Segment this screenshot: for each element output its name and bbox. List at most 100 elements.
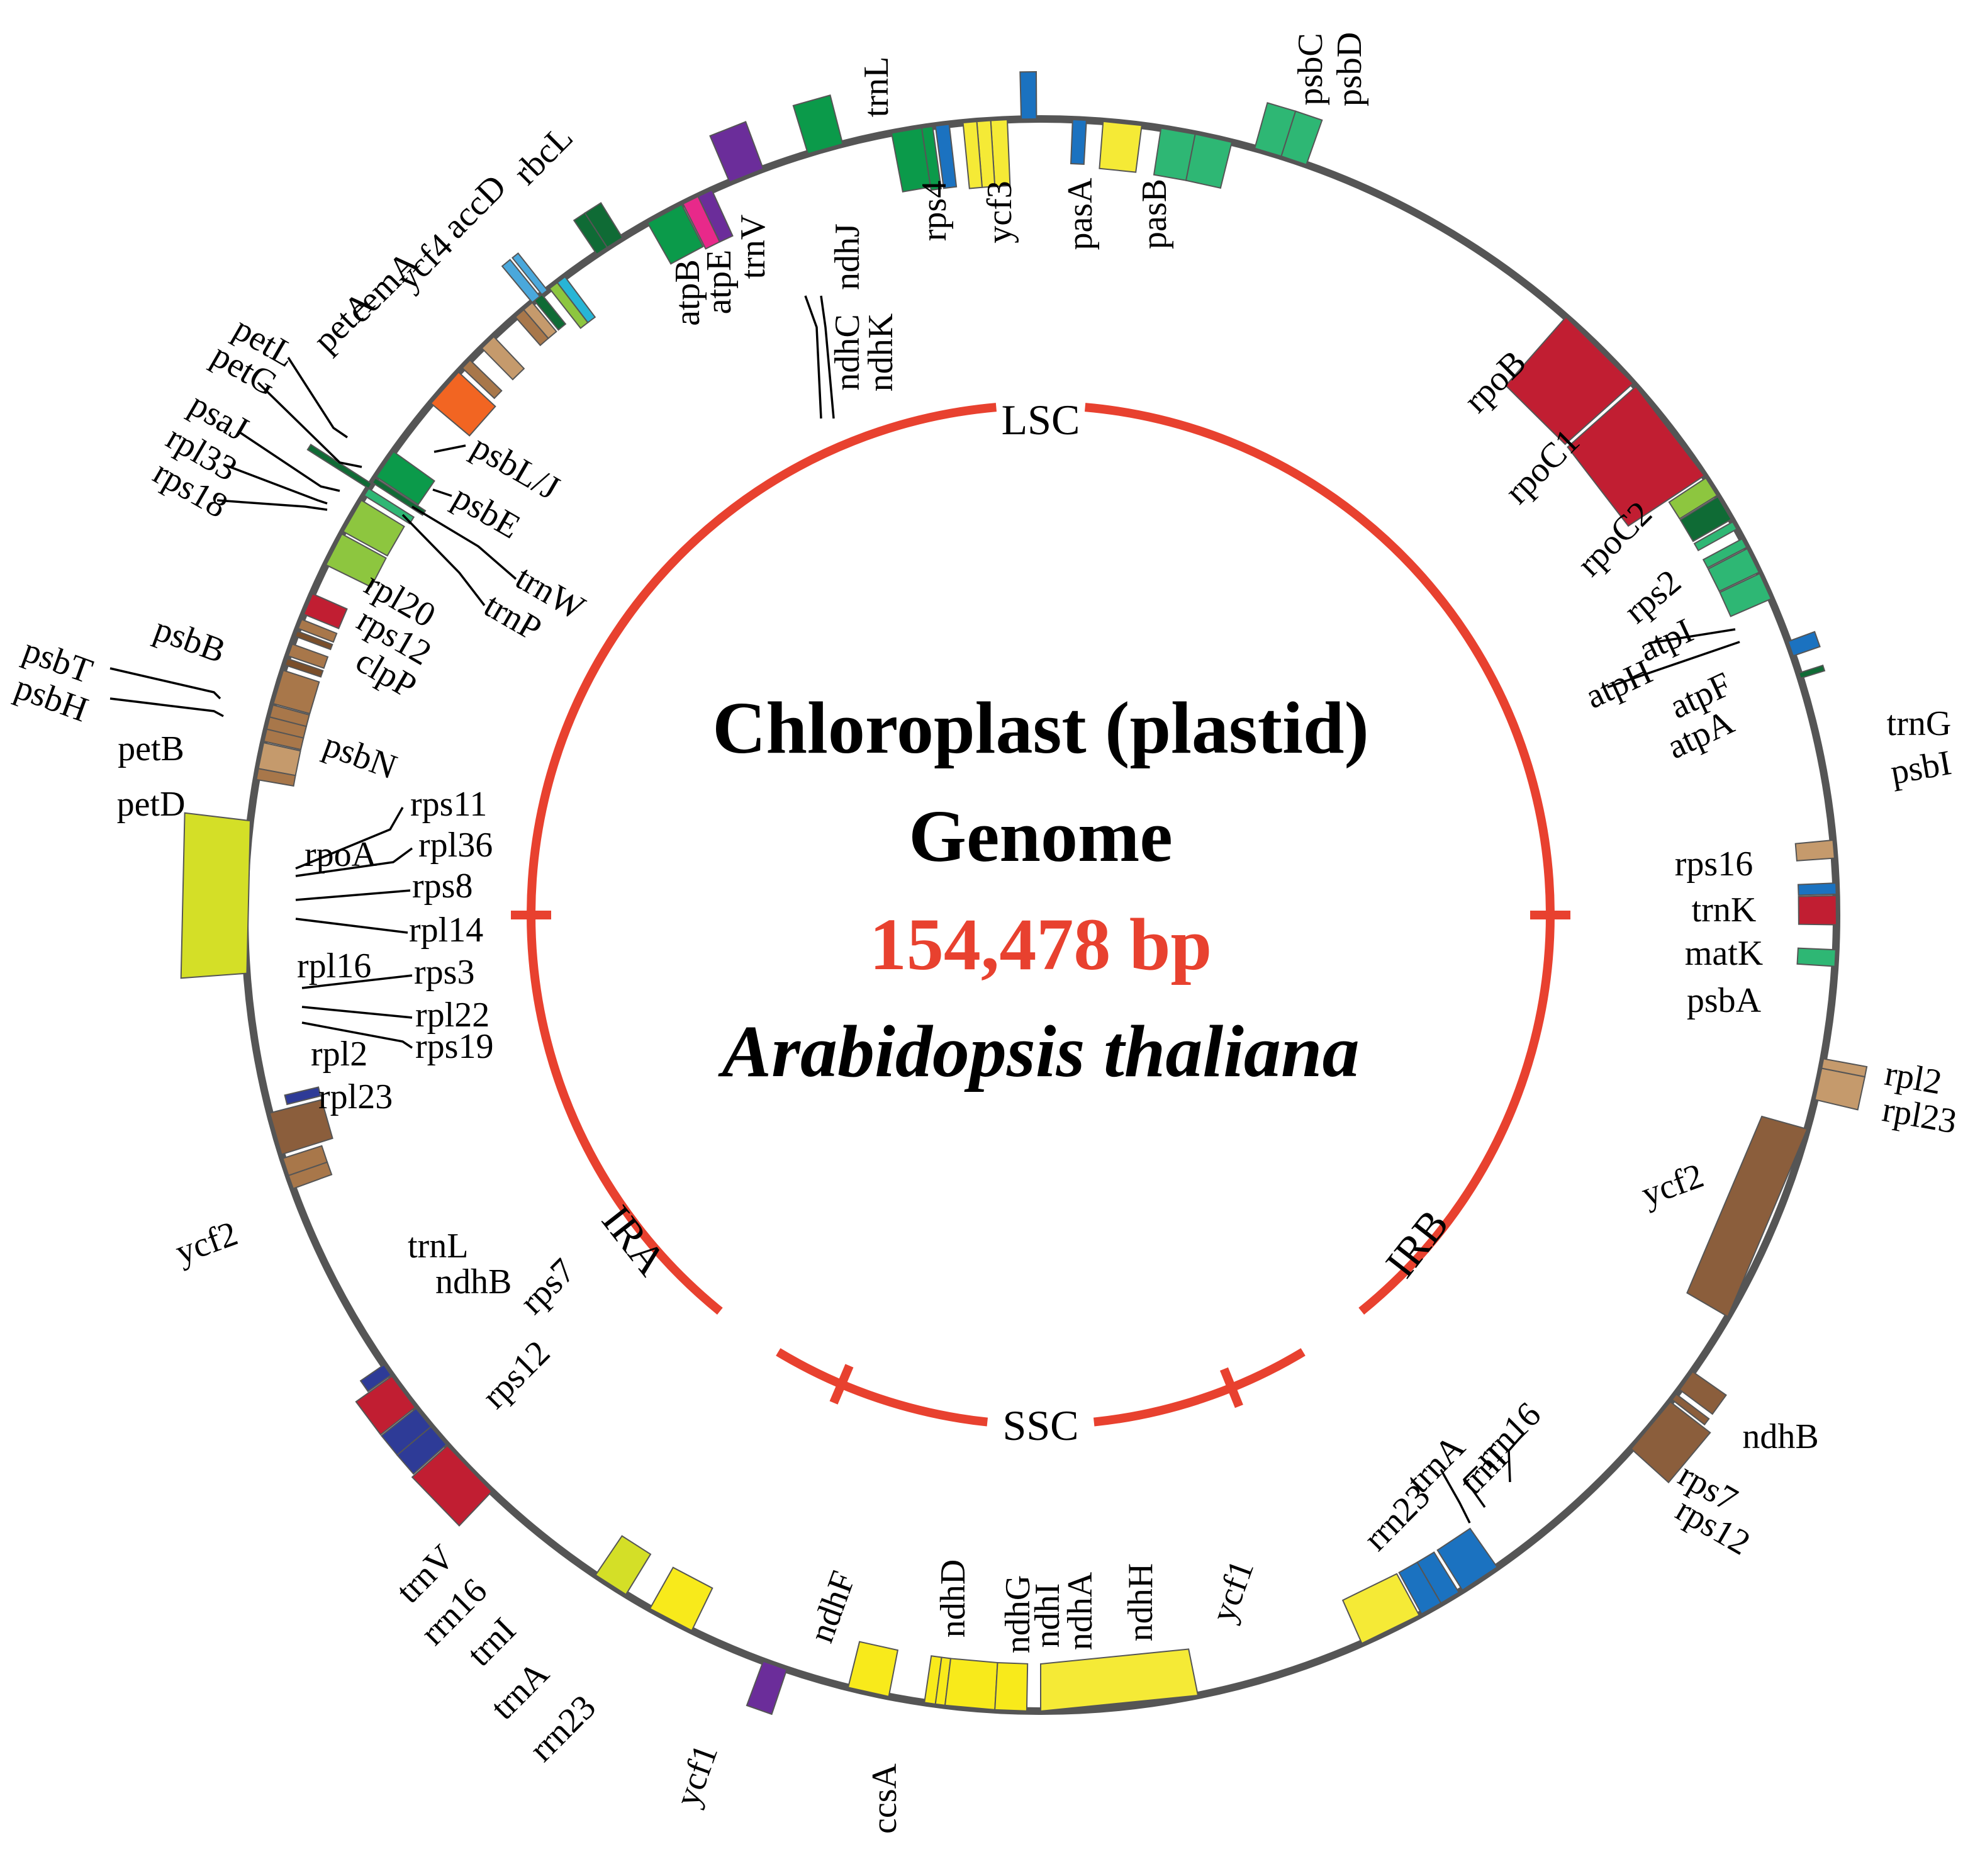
gene-box-rps19	[263, 728, 305, 751]
region-arc	[527, 403, 997, 1315]
gene-box-trnw	[511, 252, 549, 296]
gene-box-rps12	[461, 359, 503, 400]
leader-line	[295, 889, 411, 901]
gene-box-peta	[646, 203, 704, 265]
gene-label-psbn: psbN	[318, 725, 401, 787]
leader-line	[257, 381, 362, 468]
gene-label-ndhd: ndhD	[934, 1559, 973, 1637]
gene-box-psbi	[1798, 664, 1826, 680]
gene-label-rpl14: rpl14	[409, 911, 483, 950]
gene-box-rrn23	[1341, 1573, 1421, 1644]
gene-box-rps2	[1679, 495, 1733, 542]
gene-box-rpl23	[1821, 1058, 1868, 1078]
gene-box-trnv	[934, 123, 958, 189]
title-line1: Chloroplast (plastid)	[712, 687, 1369, 769]
gene-label-ycf2: ycf2	[1636, 1156, 1709, 1214]
gene-box-atpa	[1719, 573, 1772, 617]
gene-box-rps8	[287, 643, 329, 669]
gene-label-rps11: rps11	[410, 785, 487, 824]
gene-label-rpl36: rpl36	[418, 826, 493, 865]
gene-label-rpl2: rpl2	[1882, 1054, 1945, 1103]
gene-box-rps11	[297, 618, 338, 643]
gene-box-ycf3	[1099, 120, 1143, 173]
leader-line	[820, 295, 835, 419]
gene-label-ycf1: ycf1	[1204, 1555, 1261, 1627]
gene-label-ndhk: ndhK	[861, 313, 900, 391]
gene-label-ndha: ndhA	[1061, 1571, 1100, 1650]
gene-label-trnv: trnV	[734, 215, 773, 279]
gene-box-clpp	[430, 371, 496, 437]
gene-label-trng: trnG	[1887, 704, 1952, 743]
gene-box-rpoc1	[1567, 385, 1706, 527]
gene-label-trnk: trnK	[1692, 890, 1757, 930]
gene-box-ycf2	[1686, 1115, 1808, 1318]
leader-line	[295, 807, 404, 870]
leader-line	[1463, 1465, 1486, 1508]
gene-label-pasa: pasA	[1061, 177, 1100, 250]
gene-label-ycf2: ycf2	[171, 1214, 243, 1272]
gene-box-ndhd	[847, 1641, 899, 1697]
gene-label-rps12: rps12	[474, 1333, 557, 1416]
gene-box-rrn16	[1436, 1527, 1499, 1592]
gene-box-trnv	[359, 1364, 392, 1393]
leader-line	[295, 847, 413, 877]
gene-box-pasb	[1185, 133, 1233, 189]
region-label-irb: IRB	[1376, 1201, 1458, 1286]
gene-box-rpl36	[294, 630, 333, 651]
gene-label-ndhj: ndhJ	[828, 223, 867, 290]
gene-box-rps18	[514, 308, 549, 347]
gene-label-pasb: pasB	[1135, 179, 1174, 249]
gene-box-cema	[682, 195, 721, 250]
gene-label-rpl22: rpl22	[415, 996, 489, 1035]
gene-box-ndhf	[649, 1566, 713, 1632]
gene-label-psba: psbA	[1687, 981, 1762, 1020]
gene-label-ndhf: ndhF	[802, 1566, 863, 1648]
gene-box-ndha	[944, 1658, 998, 1710]
gene-box-trni	[1416, 1551, 1460, 1604]
title-line2: Genome	[909, 795, 1172, 877]
leader-line	[223, 463, 328, 505]
gene-label-rpl16: rpl16	[297, 946, 371, 986]
species-name: Arabidopsis thaliana	[717, 1010, 1359, 1092]
gene-label-rps4: rps4	[915, 181, 954, 241]
gene-box-psbt	[371, 477, 427, 516]
region-ring	[511, 403, 1570, 1427]
gene-box-rpl20	[481, 335, 525, 381]
gene-box-psbh	[363, 487, 415, 525]
region-arc	[1093, 1348, 1306, 1427]
region-label-ssc: SSC	[1003, 1401, 1079, 1449]
gene-box-atpi	[1693, 520, 1738, 552]
gene-label-matk: matK	[1685, 934, 1763, 973]
gene-label-rpl2: rpl2	[311, 1035, 367, 1074]
gene-box-rbcl	[792, 94, 844, 155]
gene-box-rpl16	[272, 669, 320, 715]
leader-line	[433, 444, 466, 453]
gene-box-psbe	[573, 212, 608, 256]
gene-label-accd: accD	[435, 167, 514, 246]
gene-label-petb: petB	[118, 729, 184, 768]
gene-box-rps16	[1794, 839, 1835, 862]
gene-label-psbc: psbC	[1291, 33, 1330, 105]
gene-box-rrn16	[355, 1375, 417, 1436]
region-label-ira: IRA	[593, 1196, 676, 1284]
leader-line	[301, 1021, 413, 1049]
gene-box-rpl14	[284, 658, 324, 678]
gene-box-ycf1	[1040, 1648, 1199, 1712]
gene-box-ndhh	[994, 1661, 1029, 1712]
gene-box-rps7	[1671, 1393, 1710, 1426]
leader-line	[1607, 641, 1740, 688]
gene-box-trng	[1787, 631, 1821, 657]
leader-lines	[109, 295, 1740, 1524]
leader-line	[432, 488, 452, 497]
leader-line	[295, 918, 408, 934]
region-label-lsc: LSC	[1002, 396, 1080, 444]
gene-box-petd	[325, 533, 387, 588]
gene-label-ndhb: ndhB	[435, 1262, 512, 1301]
gene-label-ndhg: ndhG	[998, 1575, 1038, 1653]
leader-line	[1648, 628, 1736, 644]
leader-line	[411, 505, 517, 580]
gene-box-rpoa	[303, 593, 348, 629]
gene-box-trnl	[1019, 70, 1038, 120]
leader-line	[216, 499, 328, 511]
leader-line	[1507, 1434, 1524, 1483]
